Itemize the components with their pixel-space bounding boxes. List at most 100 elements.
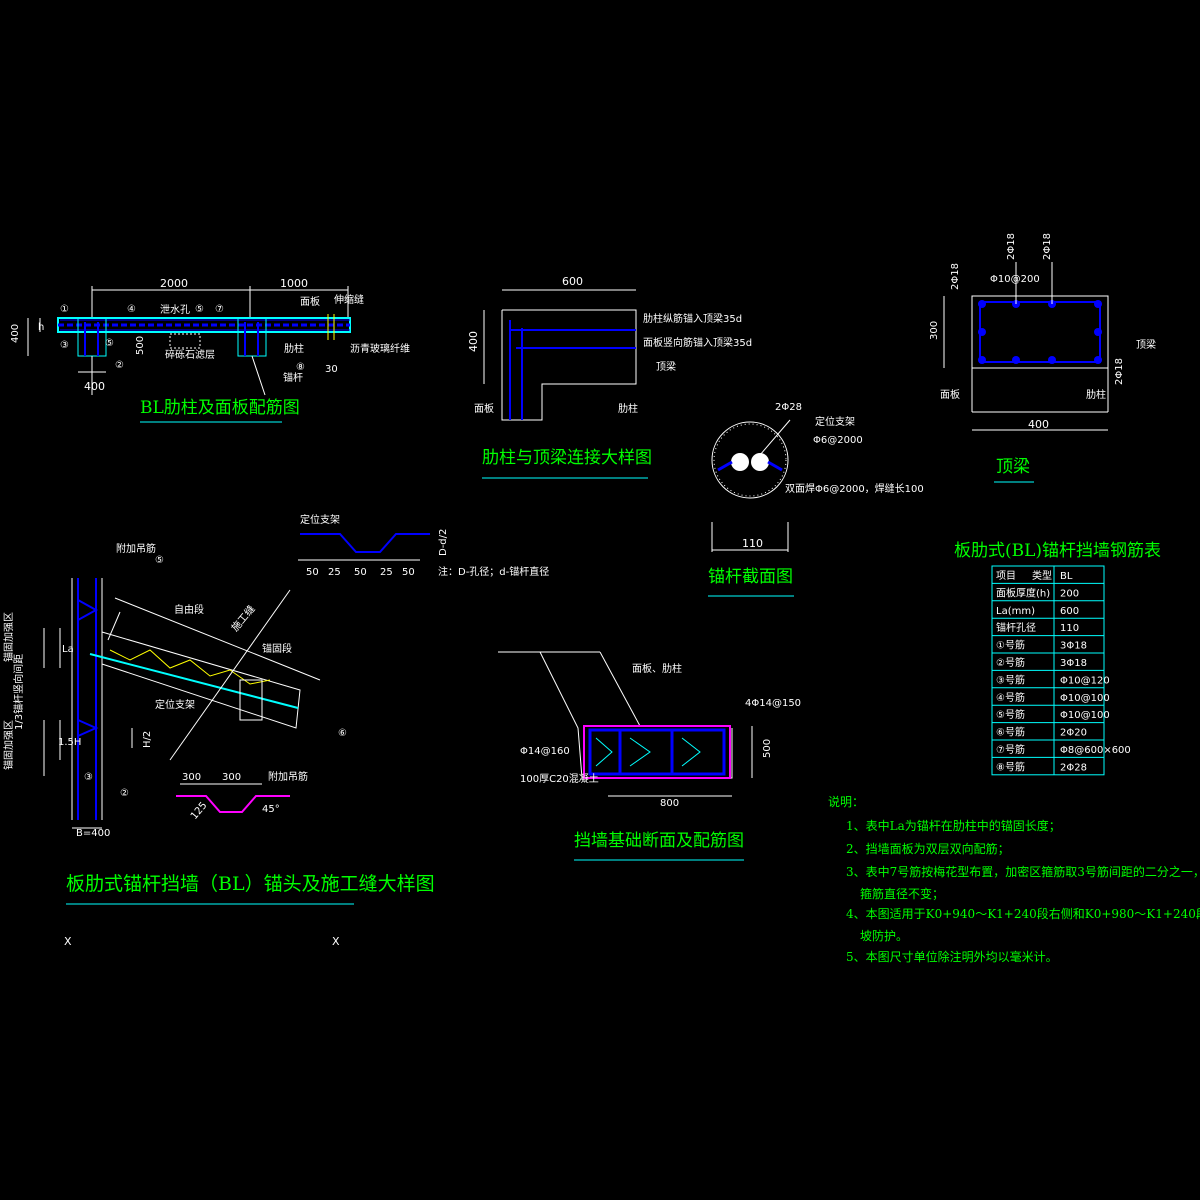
dim-500: 500 [135, 336, 146, 355]
marker-4: ④ [127, 304, 136, 315]
table-cell-item: La(mm) [996, 606, 1035, 617]
label-asphalt: 沥青玻璃纤维 [350, 342, 410, 355]
notes-heading: 说明： [828, 794, 864, 809]
label-rib: 肋柱 [618, 402, 638, 415]
label-concrete: 100厚C20混凝土 [520, 772, 599, 785]
table-cell-item: ②号筋 [996, 656, 1025, 669]
table-cell-value: 3Φ18 [1060, 658, 1087, 669]
marker-5: ⑤ [195, 304, 204, 315]
table-cell-value: Φ10@120 [1060, 675, 1110, 686]
label-left-bars: Φ14@160 [520, 746, 570, 757]
label-hang-bar-top: 附加吊筋 [116, 542, 156, 555]
dim-600: 600 [562, 275, 583, 288]
dim-50c: 50 [402, 567, 415, 578]
label-face: 面板 [474, 402, 494, 415]
label-anchor-strengthen-2: 锚固加强区 [3, 720, 15, 770]
axis-x-left: X [64, 935, 72, 948]
table-cell-value: 2Φ28 [1060, 762, 1087, 773]
label-free-segment: 自由段 [174, 603, 204, 616]
label-weld: 双面焊Φ6@2000，焊缝长100 [785, 482, 924, 495]
title-anchor-head-detail: 板肋式锚杆挡墙（BL）锚头及施工缝大样图 [66, 873, 435, 895]
marker-2: ② [120, 788, 129, 799]
table-cell-value: BL [1060, 571, 1073, 582]
dim-800: 800 [660, 798, 679, 809]
dim-400-bottom: 400 [84, 380, 105, 393]
dim-h2: H/2 [142, 731, 153, 748]
marker-5: ⑤ [155, 555, 164, 566]
label-panel-anchor: 面板竖向筋锚入顶梁35d [643, 336, 752, 349]
dim-stirrup: Φ10@200 [990, 274, 1040, 285]
dim-1-5h: 1.5H [58, 737, 81, 748]
dim-2a18-4: 2Φ18 [1114, 358, 1125, 385]
label-top-bars: 4Φ14@150 [745, 698, 801, 709]
marker-2: ② [115, 360, 124, 371]
table-cell-value: Φ8@600×600 [1060, 745, 1131, 756]
table-title: 板肋式(BL)锚杆挡墙钢筋表 [954, 541, 1161, 561]
dim-h: h [38, 322, 44, 333]
dim-110: 110 [742, 537, 763, 550]
note-4b: 坡防护。 [860, 928, 908, 943]
dim-2a18-3: 2Φ18 [1042, 233, 1053, 260]
note-1: 1、表中La为锚杆在肋柱中的锚固长度； [846, 818, 1061, 833]
note-d: 注：D-孔径；d-锚杆直径 [438, 565, 549, 578]
dim-125: 125 [189, 800, 210, 822]
label-rib: 肋柱 [284, 342, 304, 355]
label-hang-bar-bottom: 附加吊筋 [268, 770, 308, 783]
label-anchor-segment: 锚固段 [262, 642, 292, 655]
marker-5b: ⑤ [105, 338, 114, 349]
dim-b400: B=400 [76, 828, 110, 839]
dim-400-left: 400 [10, 324, 21, 343]
dim-300a: 300 [182, 772, 201, 783]
note-3b: 箍筋直径不变； [860, 886, 944, 901]
dim-50a: 50 [306, 567, 319, 578]
label-construction-joint: 施工缝 [228, 603, 257, 634]
table-cell-type: 类型 [1032, 569, 1052, 582]
drawing-bl-rib-panel: 2000 1000 400 h 400 500 30 面板 伸缩缝 泄水孔 肋柱 [10, 277, 410, 423]
marker-6: ⑥ [338, 728, 347, 739]
marker-3: ③ [84, 772, 93, 783]
label-face: 面板 [940, 388, 960, 401]
dim-2a18-2: 2Φ18 [1006, 233, 1017, 260]
dim-45: 45° [262, 804, 280, 815]
table-cell-item: ①号筋 [996, 639, 1025, 652]
title-rib-beam: 肋柱与顶梁连接大样图 [482, 448, 652, 468]
label-bracket: 定位支架 [815, 415, 855, 428]
label-top-beam: 顶梁 [656, 360, 676, 373]
drawing-top-beam: 2Φ18 2Φ18 2Φ18 2Φ18 Φ10@200 300 400 顶梁 面… [929, 233, 1156, 483]
label-bracket: 定位支架 [155, 698, 195, 711]
dim-500: 500 [762, 739, 773, 758]
table-cell-value: Φ10@100 [1060, 710, 1110, 721]
table-cell-value: 3Φ18 [1060, 641, 1087, 652]
table-cell-value: 600 [1060, 606, 1079, 617]
table-cell-value: 200 [1060, 588, 1079, 599]
label-bracket-top: 定位支架 [300, 513, 340, 526]
table-cell-item: 锚杆孔径 [996, 621, 1036, 634]
dim-2a28: 2Φ28 [775, 402, 802, 413]
label-rib-anchor: 肋柱纵筋锚入顶梁35d [643, 312, 742, 325]
dim-la: La [62, 644, 74, 655]
dim-25b: 25 [380, 567, 393, 578]
dim-50b: 50 [354, 567, 367, 578]
drawing-anchor-section: 2Φ28 定位支架 Φ6@2000 双面焊Φ6@2000，焊缝长100 110 … [708, 402, 924, 597]
marker-1: ① [60, 304, 69, 315]
note-4: 4、本图适用于K0+940～K1+240段右侧和K0+980～K1+240段左侧… [846, 906, 1200, 921]
drawing-rib-beam-connection: 600 400 肋柱纵筋锚入顶梁35d 面板竖向筋锚入顶梁35d 顶梁 面板 肋… [467, 275, 752, 479]
table-cell-item: 面板厚度(h) [996, 586, 1050, 599]
dim-300b: 300 [222, 772, 241, 783]
label-drain-hole: 泄水孔 [160, 303, 190, 316]
label-anchor-strengthen-1: 锚固加强区 [3, 612, 15, 662]
table-cell-item: ⑧号筋 [996, 760, 1025, 773]
table-cell-value: 2Φ20 [1060, 728, 1087, 739]
label-expansion-joint: 伸缩缝 [334, 293, 364, 306]
dim-d-d2: D-d/2 [438, 529, 449, 556]
dim-25a: 25 [328, 567, 341, 578]
label-rib: 肋柱 [1086, 388, 1106, 401]
axis-x-right: X [332, 935, 340, 948]
dim-400: 400 [1028, 418, 1049, 431]
marker-8: ⑧ [296, 362, 305, 373]
label-one-third-spacing: 1/3锚杆竖向间距 [12, 654, 25, 730]
label-bracket-spec: Φ6@2000 [813, 435, 863, 446]
table-cell-item: ④号筋 [996, 691, 1025, 704]
